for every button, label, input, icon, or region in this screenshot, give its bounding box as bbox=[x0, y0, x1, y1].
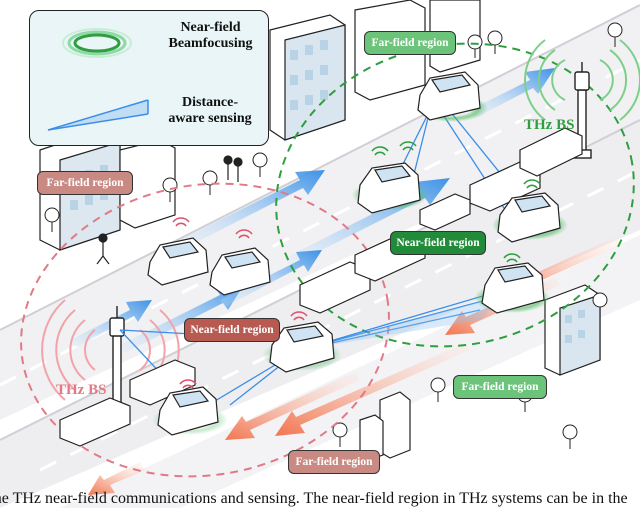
car-bottom-left-red bbox=[152, 386, 228, 436]
right-near-field-boundary bbox=[275, 42, 635, 348]
right-near-field-tag: Near-field region bbox=[390, 231, 486, 255]
left-far-field-tag: Far-field region bbox=[37, 171, 133, 195]
right-far-field-top-tag: Far-field region bbox=[364, 31, 456, 55]
pedestrians bbox=[96, 155, 243, 265]
car-left-top-2 bbox=[209, 247, 271, 296]
car-mid-right-green bbox=[492, 192, 568, 243]
sensing-cone-left bbox=[300, 295, 505, 350]
caption-text: n of the THz near-field communications a… bbox=[0, 490, 628, 507]
wifi-icons bbox=[172, 141, 541, 389]
trees bbox=[44, 22, 623, 449]
bottom-far-field-tag: Far-field region bbox=[288, 450, 380, 474]
car-right-oncoming bbox=[474, 262, 550, 314]
left-near-field-boundary bbox=[20, 182, 390, 478]
car-left-top-1 bbox=[147, 237, 209, 286]
car-mid-left-green bbox=[352, 162, 428, 214]
car-center-red bbox=[262, 321, 342, 373]
figure-caption: n of the THz near-field communications a… bbox=[0, 490, 640, 508]
right-bs-label: THz BS bbox=[524, 117, 575, 133]
left-bs-label: THz BS bbox=[56, 382, 107, 398]
legend-beamfocusing-label: Near-field Beamfocusing bbox=[168, 20, 253, 51]
right-bs-radiation bbox=[524, 39, 640, 121]
left-near-field-tag: Near-field region bbox=[184, 318, 280, 342]
cars bbox=[147, 71, 568, 436]
right-far-field-bottom-tag: Far-field region bbox=[453, 375, 547, 399]
car-top-right bbox=[416, 71, 488, 122]
legend-sensing-label: Distance- aware sensing bbox=[168, 95, 252, 126]
traffic-arrows bbox=[70, 68, 620, 495]
